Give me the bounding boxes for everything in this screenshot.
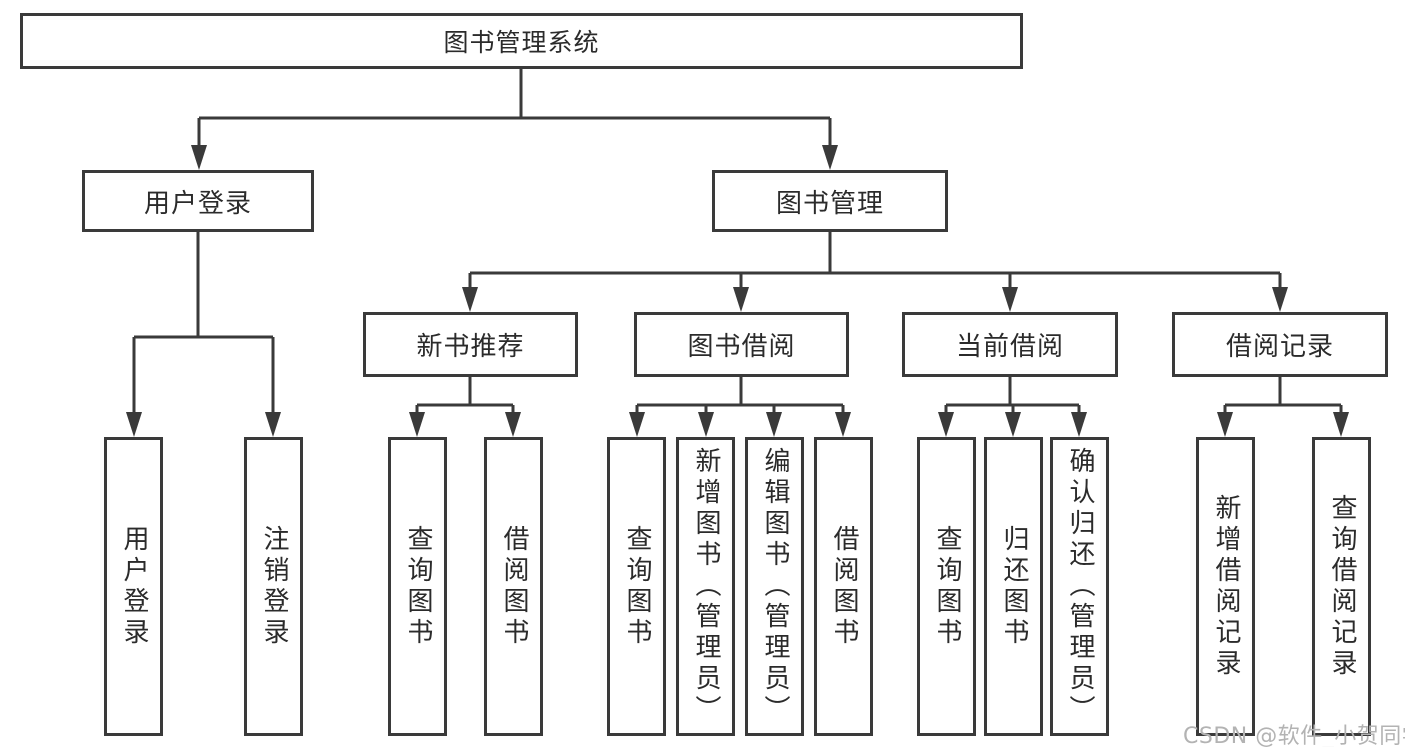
leaf-borrow-borrow-book: 借阅图书 bbox=[814, 437, 873, 736]
leaf-return-book: 归还图书 bbox=[984, 437, 1043, 736]
leaf-borrow-query-book: 查询图书 bbox=[607, 437, 666, 736]
leaf-newbook-borrow-book: 借阅图书 bbox=[484, 437, 543, 736]
leaf-logout: 注销登录 bbox=[244, 437, 303, 736]
node-current-borrow: 当前借阅 bbox=[902, 312, 1118, 377]
connector-currentborrow-to-leaves bbox=[944, 377, 1081, 413]
node-book-borrow: 图书借阅 bbox=[634, 312, 849, 377]
leaf-confirm-return-admin: 确认归还（管理员） bbox=[1050, 437, 1109, 736]
connector-bookborrow-to-leaves bbox=[635, 377, 845, 413]
node-user-login: 用户登录 bbox=[82, 170, 314, 232]
node-borrow-records: 借阅记录 bbox=[1172, 312, 1388, 377]
connector-bookmgmt-to-level3 bbox=[468, 232, 1282, 289]
connector-root-to-level2 bbox=[197, 69, 832, 147]
node-new-book-recommend: 新书推荐 bbox=[363, 312, 578, 377]
leaf-query-borrow-record: 查询借阅记录 bbox=[1312, 437, 1371, 736]
leaf-newbook-query-book: 查询图书 bbox=[388, 437, 447, 736]
connector-newbook-to-leaves bbox=[415, 377, 515, 413]
leaf-user-login: 用户登录 bbox=[104, 437, 163, 736]
leaf-add-borrow-record: 新增借阅记录 bbox=[1196, 437, 1255, 736]
csdn-watermark: CSDN @软件_小贺同学 bbox=[1183, 724, 1405, 747]
node-book-management: 图书管理 bbox=[712, 170, 948, 232]
node-root-library-management-system: 图书管理系统 bbox=[20, 13, 1023, 69]
leaf-current-query-book: 查询图书 bbox=[917, 437, 976, 736]
leaf-add-book-admin: 新增图书（管理员） bbox=[676, 437, 735, 736]
leaf-edit-book-admin: 编辑图书（管理员） bbox=[745, 437, 804, 736]
connector-borrowrecords-to-leaves bbox=[1223, 377, 1343, 413]
connector-userlogin-to-leaves bbox=[132, 232, 275, 413]
